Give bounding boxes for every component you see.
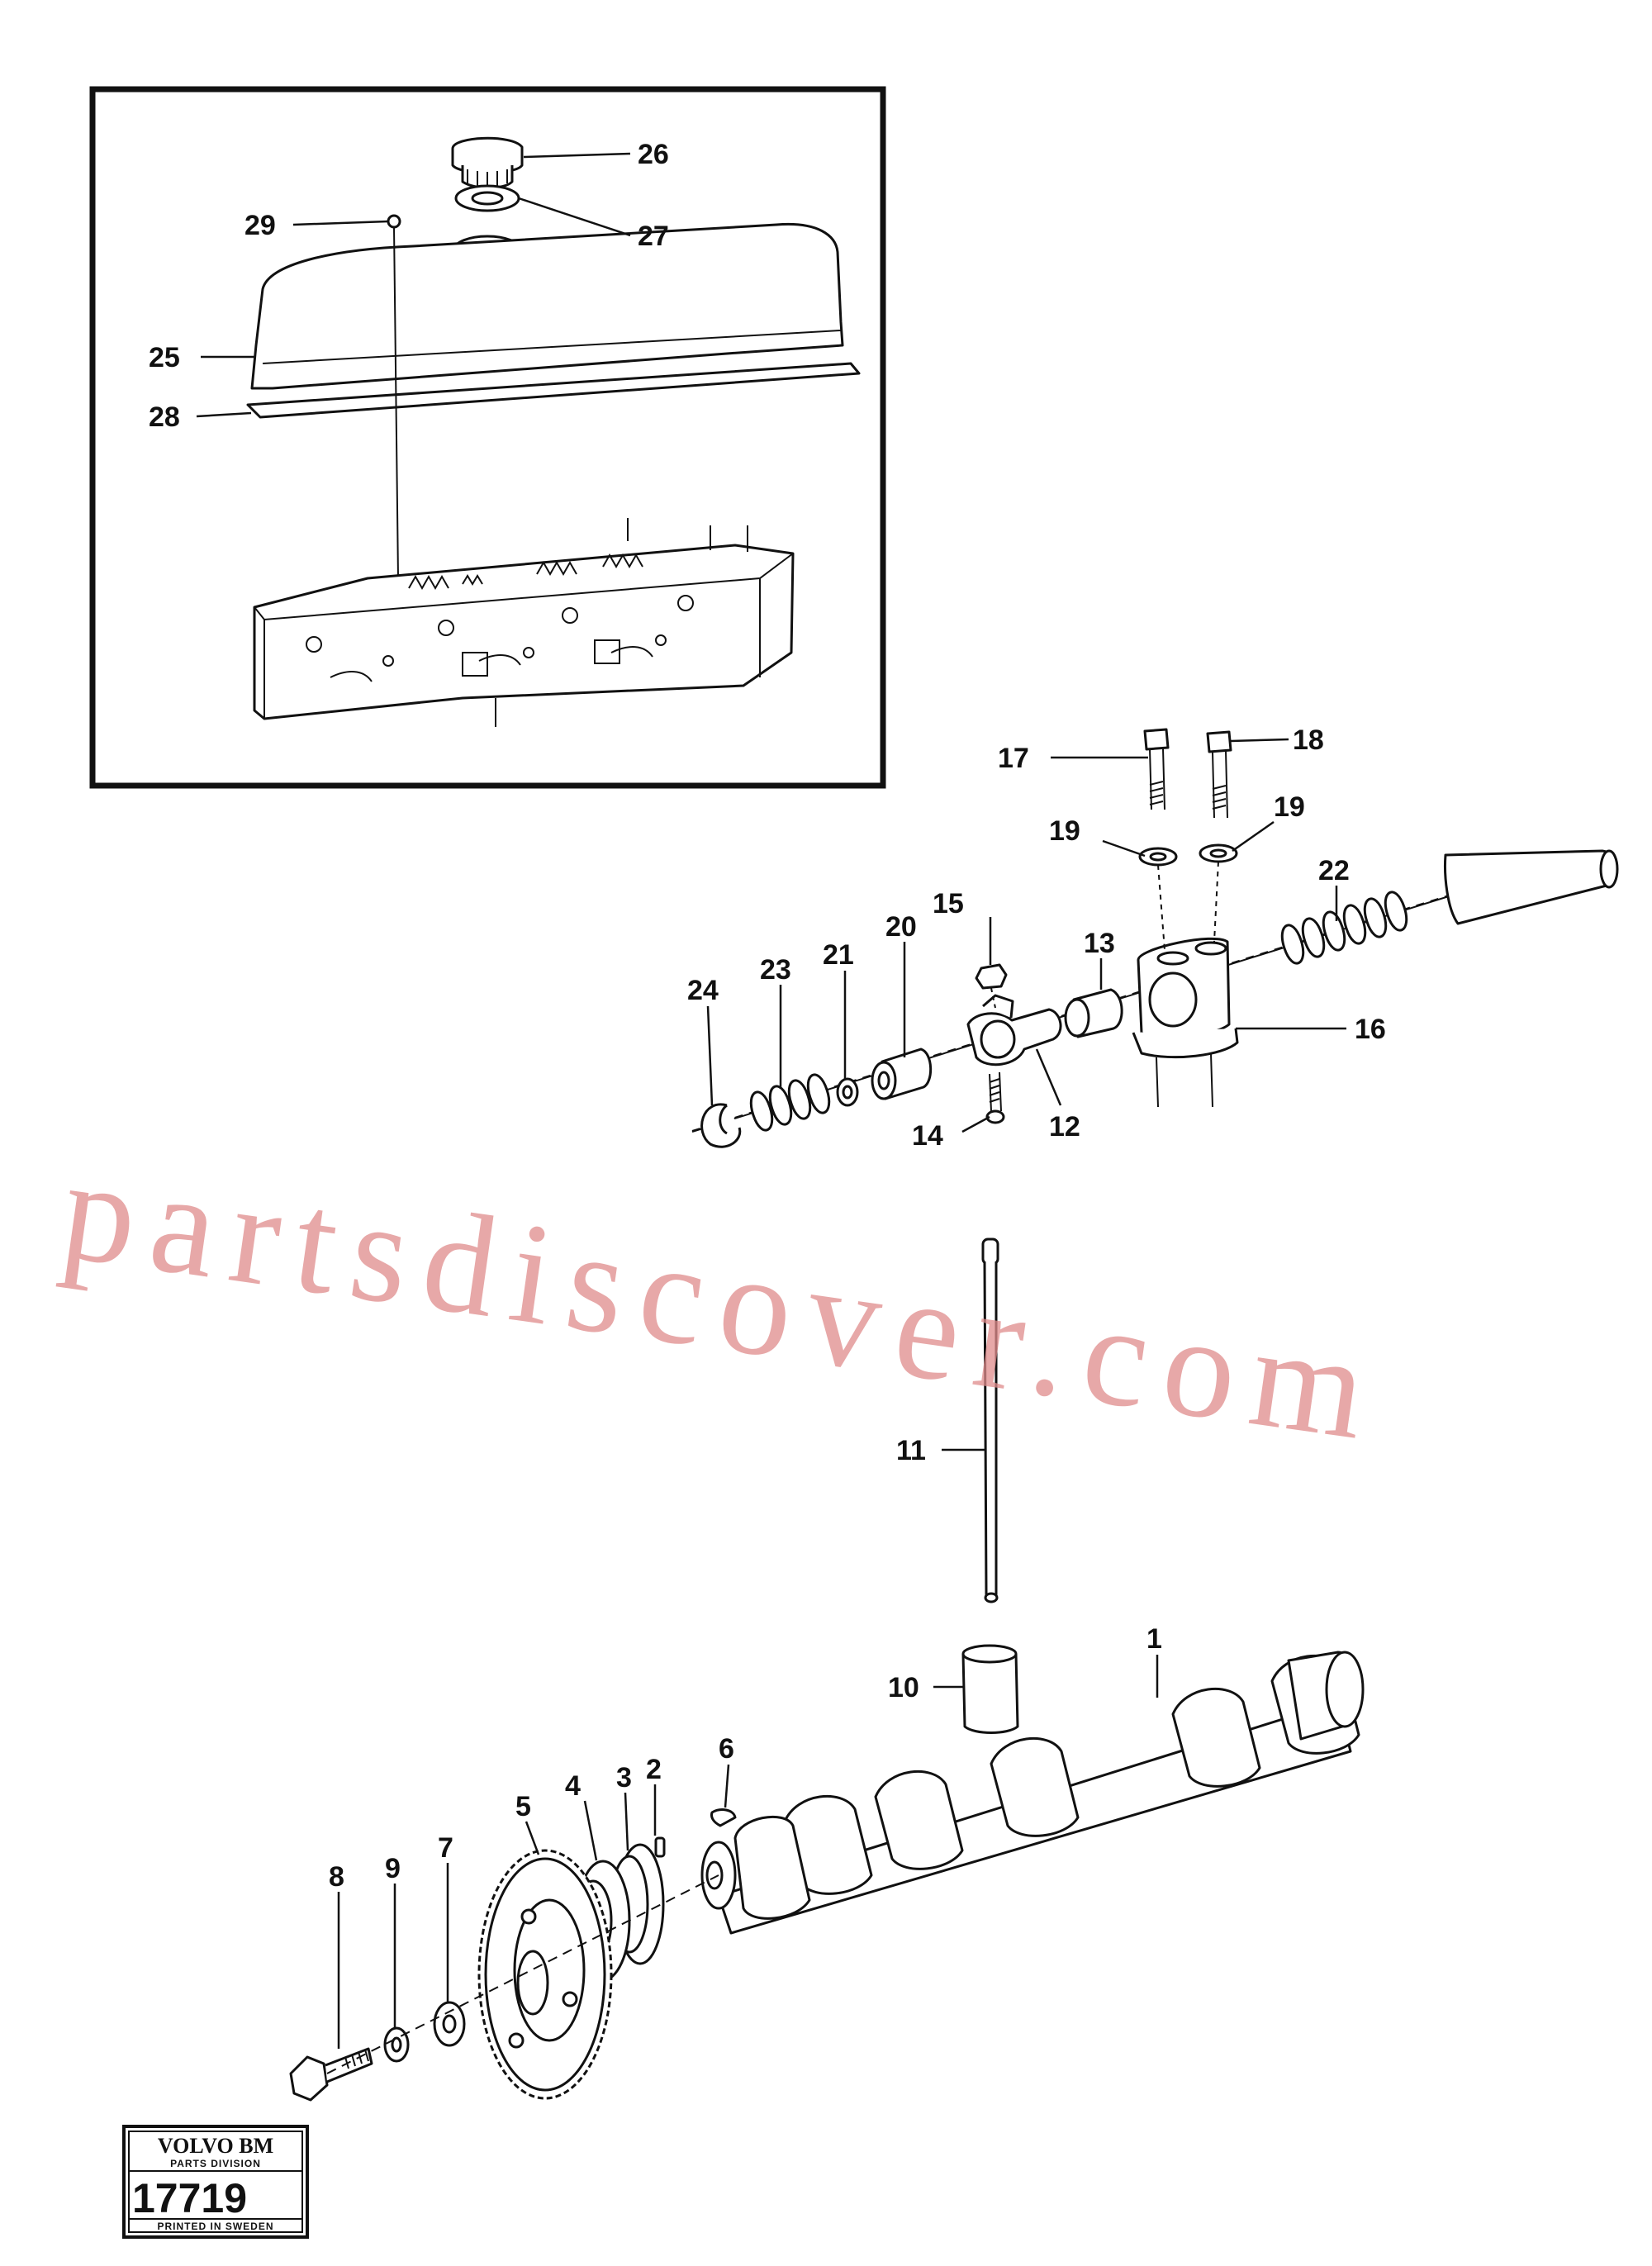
bolt-washer-left — [1138, 847, 1178, 867]
callout-19-left: 19 — [1049, 815, 1080, 847]
callout-11: 11 — [896, 1435, 926, 1466]
callout-2: 2 — [646, 1754, 662, 1785]
bolt-washer-right — [1199, 843, 1238, 863]
rocker-spring-right — [1280, 891, 1408, 965]
circlip — [700, 1103, 742, 1148]
camshaft-gear — [477, 1849, 613, 2100]
leader-lines — [196, 152, 1346, 2049]
retaining-ring — [836, 1077, 859, 1107]
woodruff-key — [710, 1808, 737, 1827]
adjusting-screw — [985, 1071, 1005, 1124]
callout-20: 20 — [885, 911, 917, 943]
seal-ring — [454, 184, 520, 212]
flat-washer — [433, 2001, 466, 2047]
oil-filler-cap — [451, 136, 524, 189]
bracket-bolt-17 — [1143, 728, 1170, 810]
stamp-brand: VOLVO BM — [158, 2134, 273, 2158]
adjusting-nut — [975, 963, 1008, 990]
inset-valve-cover-assembly — [89, 86, 886, 789]
callout-28: 28 — [149, 401, 180, 433]
watermark-text: partsdiscover.com — [54, 1128, 1392, 1472]
camshaft — [700, 1651, 1365, 1935]
valve-cover — [250, 222, 844, 390]
callout-1: 1 — [1146, 1623, 1162, 1655]
parts-stamp: VOLVO BM PARTS DIVISION 17719 PRINTED IN… — [122, 2125, 309, 2239]
callout-18: 18 — [1293, 724, 1324, 756]
rocker-shaft-tube — [1444, 849, 1619, 925]
valve-tappet — [961, 1644, 1019, 1734]
callout-5: 5 — [515, 1791, 531, 1822]
callout-13: 13 — [1084, 928, 1115, 959]
lock-washer — [383, 2026, 410, 2063]
cylinder-head — [253, 518, 795, 727]
stamp-division: PARTS DIVISION — [170, 2158, 261, 2169]
stamp-number: 17719 — [132, 2175, 247, 2221]
rocker-shaft-bracket — [1132, 937, 1239, 1108]
spacer-sleeve — [871, 1047, 933, 1100]
callout-10: 10 — [888, 1672, 919, 1703]
callout-24: 24 — [687, 975, 719, 1006]
callout-16: 16 — [1355, 1014, 1386, 1045]
callout-6: 6 — [719, 1733, 734, 1765]
callout-9: 9 — [385, 1853, 401, 1884]
rocker-spring-left — [749, 1073, 831, 1132]
bracket-bolt-18 — [1206, 730, 1232, 819]
callout-19-right: 19 — [1274, 791, 1305, 823]
callout-15: 15 — [933, 888, 964, 919]
callout-14: 14 — [912, 1120, 943, 1152]
rocker-bushing — [1064, 988, 1123, 1038]
push-rod — [981, 1238, 999, 1603]
callout-12: 12 — [1049, 1111, 1080, 1143]
callout-21: 21 — [823, 939, 854, 971]
cover-gasket — [246, 362, 861, 419]
rocker-arm — [966, 994, 1062, 1066]
callout-29: 29 — [244, 210, 276, 241]
callout-4: 4 — [565, 1770, 581, 1802]
dowel-pin — [654, 1836, 666, 1858]
inset-frame — [89, 86, 886, 789]
callout-17: 17 — [998, 743, 1029, 774]
stamp-printed: PRINTED IN SWEDEN — [157, 2221, 273, 2232]
callout-27: 27 — [638, 221, 669, 252]
callout-26: 26 — [638, 139, 669, 170]
callout-22: 22 — [1318, 855, 1350, 886]
callout-3: 3 — [616, 1762, 632, 1793]
callout-25: 25 — [149, 342, 180, 373]
cover-stud — [387, 214, 401, 579]
callout-7: 7 — [438, 1832, 453, 1864]
callout-8: 8 — [329, 1861, 344, 1893]
callout-labels: 1 2 3 4 5 6 7 8 9 10 11 12 13 14 15 16 1… — [149, 139, 1386, 1893]
callout-23: 23 — [760, 954, 791, 986]
rocker-shaft-assembly — [691, 728, 1619, 1148]
